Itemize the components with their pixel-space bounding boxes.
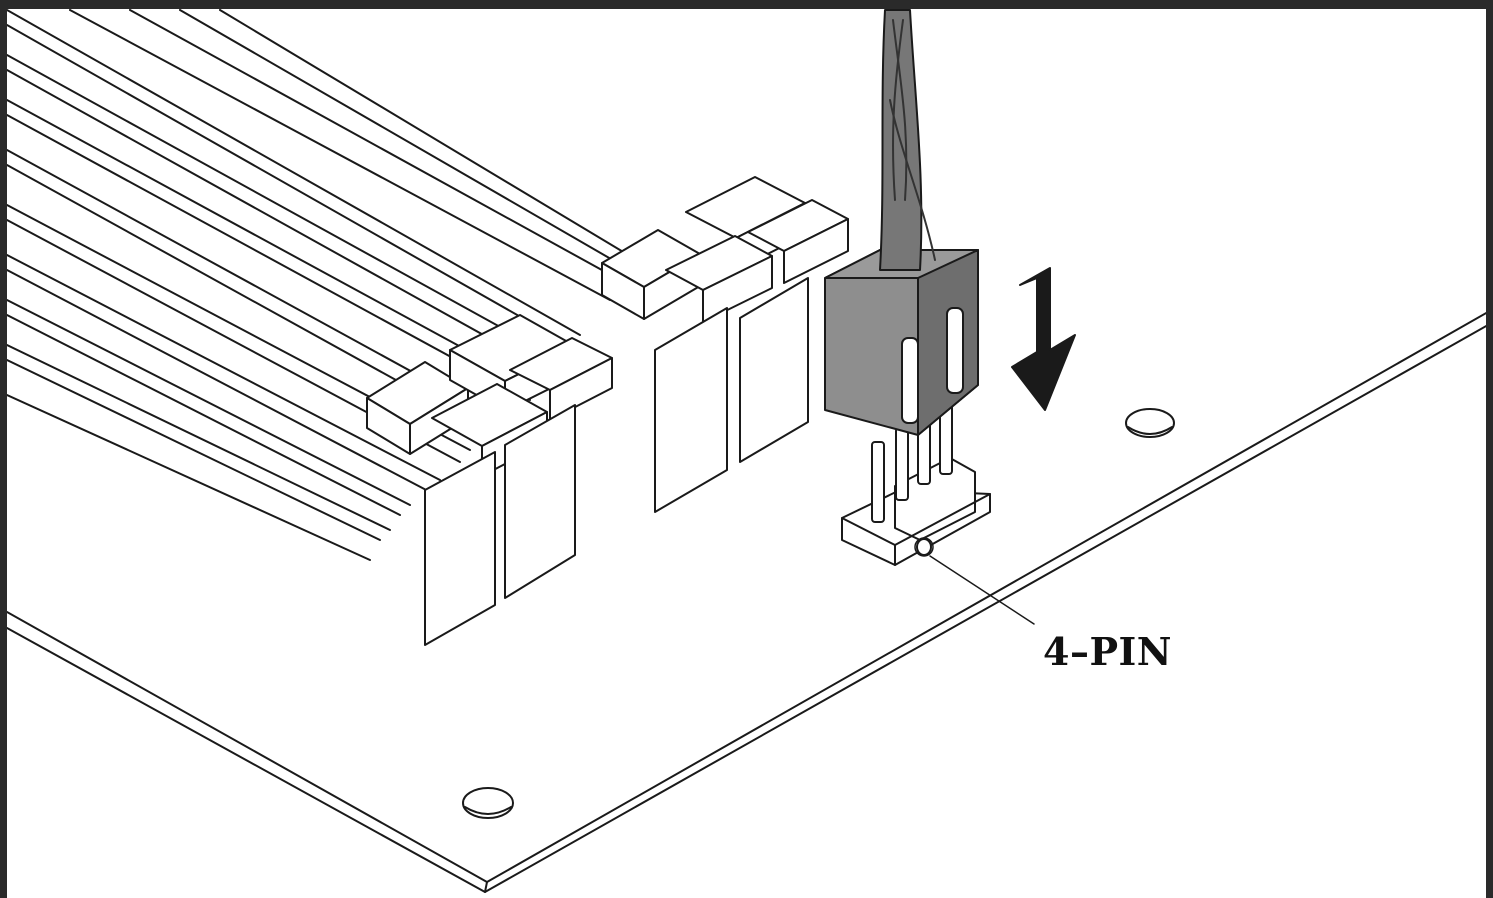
- mounting-hole-right: [1125, 408, 1175, 438]
- fan-cable: [879, 9, 936, 271]
- ram-latch-front: [366, 314, 613, 646]
- ram-latch-back: [601, 176, 849, 513]
- mounting-hole-left: [462, 787, 514, 819]
- fan-cable-plug: [824, 249, 979, 436]
- down-arrow-icon: [1011, 267, 1076, 411]
- motherboard-plate: [7, 311, 1486, 898]
- callout-leader: [914, 537, 1035, 625]
- ram-slots: [7, 9, 641, 561]
- connector-type-label: 4–PIN: [1043, 629, 1173, 674]
- fan-header: [841, 457, 991, 566]
